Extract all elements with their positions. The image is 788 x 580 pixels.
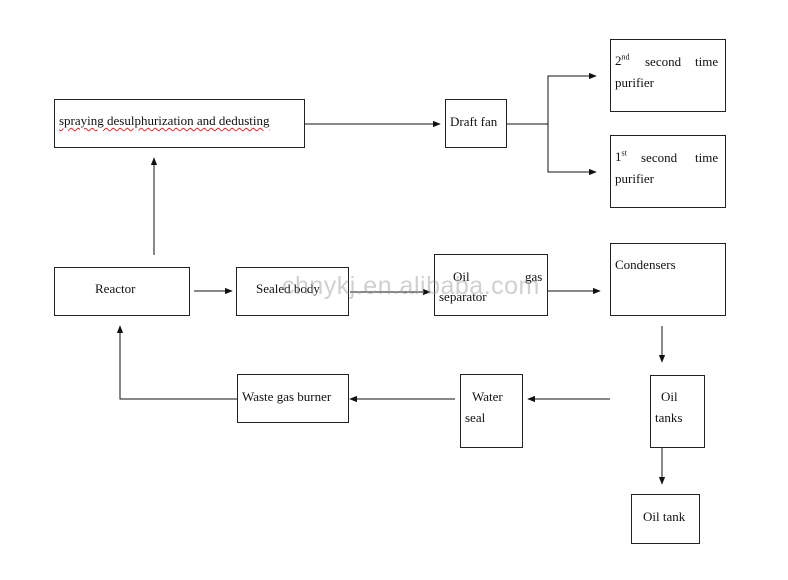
arrow-burner-to-reactor: [116, 325, 237, 400]
second-purifier-suffix: nd: [621, 52, 630, 62]
second-purifier-word-purifier: purifier: [615, 75, 654, 90]
watermark-text: chnykj.en.alibaba.com: [282, 272, 540, 300]
separator-word-separator: separator: [439, 289, 487, 304]
first-purifier-suffix: st: [621, 148, 627, 158]
condensers-box: Condensers: [610, 243, 726, 316]
waste-gas-burner-label: Waste gas burner: [242, 389, 332, 404]
reactor-label: Reactor: [95, 281, 136, 296]
spraying-desulphurization-label: spraying desulphurization and dedusting: [59, 113, 270, 128]
waste-gas-burner-box: Waste gas burner: [237, 374, 349, 423]
first-purifier-box: 1st second time purifier: [610, 135, 726, 208]
second-purifier-number: 2: [615, 53, 622, 68]
first-purifier-number: 1: [615, 149, 622, 164]
sealed-body-label: Sealed body: [256, 281, 320, 296]
separator-word-gas: gas: [525, 269, 543, 284]
oil-tank-box: Oil tank: [631, 494, 700, 544]
oil-tanks-box: Oil tanks: [650, 375, 705, 448]
arrow-draft-fan-to-purifier2: [506, 72, 597, 125]
oil-gas-separator-box: Oil gas separator: [434, 254, 548, 316]
first-purifier-word-purifier: purifier: [615, 171, 654, 186]
water-seal-word-seal: seal: [465, 410, 486, 425]
first-purifier-ordinal: 1st: [615, 148, 627, 166]
second-purifier-word-time: time: [695, 54, 719, 69]
separator-word-oil: Oil: [453, 269, 470, 284]
second-purifier-word-second: second: [645, 54, 682, 69]
arrow-draft-fan-to-purifier1: [547, 124, 597, 176]
oil-tanks-word-tanks: tanks: [655, 410, 683, 425]
condensers-label: Condensers: [615, 257, 676, 272]
first-purifier-word-second: second: [641, 150, 678, 165]
oil-tanks-word-oil: Oil: [661, 389, 678, 404]
draft-fan-box: Draft fan: [445, 99, 507, 148]
water-seal-word-water: Water: [472, 389, 503, 404]
oil-tank-label: Oil tank: [643, 509, 686, 524]
reactor-box: Reactor: [54, 267, 190, 316]
spraying-desulphurization-box: spraying desulphurization and dedusting: [54, 99, 305, 148]
second-purifier-box: 2nd second time purifier: [610, 39, 726, 112]
draft-fan-label: Draft fan: [450, 114, 498, 129]
first-purifier-word-time: time: [695, 150, 719, 165]
water-seal-box: Water seal: [460, 374, 523, 448]
sealed-body-box: Sealed body: [236, 267, 349, 316]
second-purifier-ordinal: 2nd: [615, 52, 630, 70]
